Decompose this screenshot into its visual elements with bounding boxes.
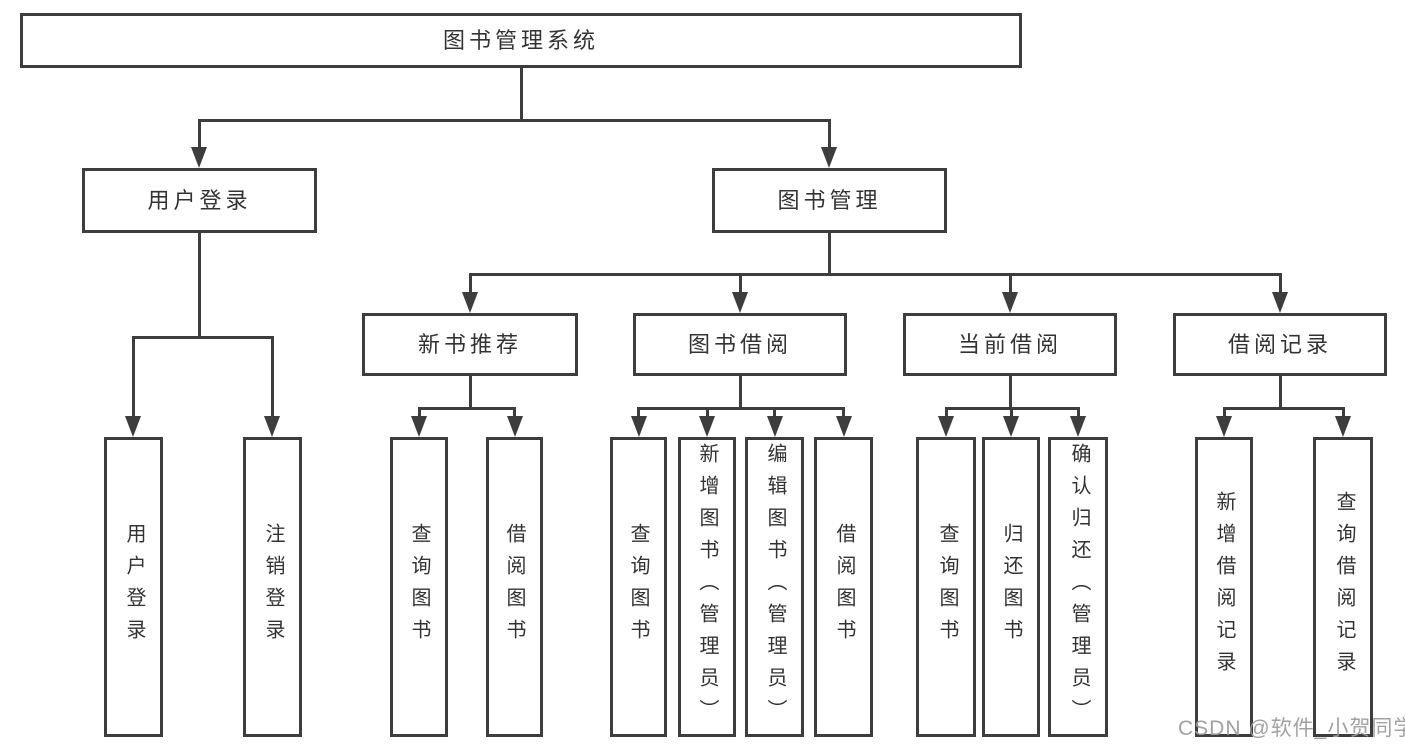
leaf-borrow-book-2-label: 借阅图书	[833, 523, 855, 651]
node-borrow-records: 借阅记录	[1173, 313, 1387, 376]
node-user-login: 用户登录	[82, 168, 317, 233]
connector-arrow-shaft	[197, 119, 201, 147]
arrowhead-icon	[766, 416, 783, 437]
leaf-edit-book-admin-label: 编辑图书（管理员）	[764, 443, 786, 731]
connector-level2-rail	[197, 119, 831, 122]
arrowhead-icon	[411, 416, 427, 437]
connector-new-book-rail	[417, 407, 516, 410]
leaf-borrow-book-1-label: 借阅图书	[503, 523, 525, 651]
connector-arrow-shaft	[417, 407, 421, 416]
node-current-borrow: 当前借阅	[903, 313, 1117, 376]
leaf-query-book-3: 查询图书	[916, 437, 976, 737]
arrowhead-icon	[835, 416, 852, 437]
leaf-add-borrow-record-label: 新增借阅记录	[1213, 491, 1235, 683]
leaf-query-book-1: 查询图书	[390, 437, 448, 737]
node-book-management: 图书管理	[712, 168, 947, 233]
leaf-add-book-admin: 新增图书（管理员）	[678, 437, 736, 737]
node-new-book-recommend-label: 新书推荐	[417, 332, 522, 357]
connector-arrow-shaft	[270, 336, 274, 416]
connector-arrow-shaft	[738, 273, 742, 292]
arrowhead-icon	[125, 416, 141, 437]
arrowhead-icon	[1002, 292, 1018, 313]
leaf-logout-label: 注销登录	[262, 523, 284, 651]
arrowhead-icon	[630, 416, 647, 437]
leaf-user-login-label: 用户登录	[123, 523, 145, 651]
arrowhead-icon	[938, 416, 954, 437]
leaf-query-borrow-record-label: 查询借阅记录	[1333, 491, 1355, 683]
connector-root-stem	[519, 68, 523, 119]
connector-arrow-shaft	[1278, 273, 1282, 292]
csdn-watermark: CSDN @软件_小贺同学	[1178, 717, 1405, 740]
leaf-query-borrow-record: 查询借阅记录	[1313, 437, 1373, 737]
leaf-query-book-1-label: 查询图书	[408, 523, 430, 651]
connector-arrow-shaft	[1341, 407, 1345, 416]
leaf-borrow-book-1: 借阅图书	[486, 437, 543, 737]
arrowhead-icon	[1272, 292, 1288, 313]
arrowhead-icon	[732, 292, 748, 313]
leaf-query-book-3-label: 查询图书	[936, 523, 958, 651]
node-root: 图书管理系统	[20, 13, 1022, 68]
arrowhead-icon	[462, 292, 478, 313]
arrowhead-icon	[1216, 416, 1232, 437]
arrowhead-icon	[1335, 416, 1351, 437]
connector-arrow-shaft	[944, 407, 948, 416]
leaf-confirm-return-admin-label: 确认归还（管理员）	[1068, 443, 1090, 731]
leaf-borrow-book-2: 借阅图书	[814, 437, 873, 737]
connector-book-mgmt-stem	[827, 233, 831, 273]
connector-arrow-shaft	[637, 407, 640, 416]
connector-arrow-shaft	[842, 407, 845, 416]
connector-arrow-shaft	[513, 407, 516, 416]
connector-arrow-shaft	[131, 336, 135, 416]
arrowhead-icon	[191, 147, 207, 168]
leaf-return-book: 归还图书	[982, 437, 1040, 737]
arrowhead-icon	[264, 416, 280, 437]
connector-borrow-records-rail	[1222, 407, 1345, 410]
node-user-login-label: 用户登录	[147, 188, 252, 213]
connector-arrow-shaft	[1009, 407, 1013, 416]
connector-book-borrow-rail	[637, 407, 845, 410]
leaf-query-book-2-label: 查询图书	[627, 523, 649, 651]
node-book-borrow: 图书借阅	[633, 313, 847, 376]
connector-user-login-stem	[197, 233, 201, 336]
connector-arrow-shaft	[1222, 407, 1226, 416]
connector-book-borrow-stem	[738, 376, 742, 407]
connector-arrow-shaft	[1008, 273, 1012, 292]
leaf-query-book-2: 查询图书	[610, 437, 667, 737]
node-book-borrow-label: 图书借阅	[687, 332, 792, 357]
connector-borrow-records-stem	[1278, 376, 1282, 407]
connector-arrow-shaft	[773, 407, 776, 416]
connector-level3-rail	[468, 273, 1282, 276]
arrowhead-icon	[506, 416, 523, 437]
connector-user-login-rail	[131, 336, 274, 339]
connector-arrow-shaft	[705, 407, 709, 416]
node-root-label: 图书管理系统	[442, 28, 599, 53]
arrowhead-icon	[1003, 416, 1019, 437]
leaf-return-book-label: 归还图书	[1000, 523, 1022, 651]
leaf-logout: 注销登录	[243, 437, 302, 737]
connector-new-book-stem	[468, 376, 472, 407]
connector-arrow-shaft	[827, 119, 831, 147]
leaf-confirm-return-admin: 确认归还（管理员）	[1048, 437, 1108, 737]
node-borrow-records-label: 借阅记录	[1227, 332, 1332, 357]
node-current-borrow-label: 当前借阅	[957, 332, 1062, 357]
leaf-add-borrow-record: 新增借阅记录	[1195, 437, 1253, 737]
arrowhead-icon	[1070, 416, 1086, 437]
connector-arrow-shaft	[468, 273, 472, 292]
leaf-edit-book-admin: 编辑图书（管理员）	[745, 437, 804, 737]
arrowhead-icon	[821, 147, 837, 168]
node-new-book-recommend: 新书推荐	[362, 313, 578, 376]
connector-current-borrow-stem	[1008, 376, 1012, 407]
leaf-user-login: 用户登录	[104, 437, 163, 737]
node-book-management-label: 图书管理	[777, 188, 882, 213]
leaf-add-book-admin-label: 新增图书（管理员）	[696, 443, 718, 731]
connector-arrow-shaft	[1076, 407, 1080, 416]
arrowhead-icon	[699, 416, 715, 437]
